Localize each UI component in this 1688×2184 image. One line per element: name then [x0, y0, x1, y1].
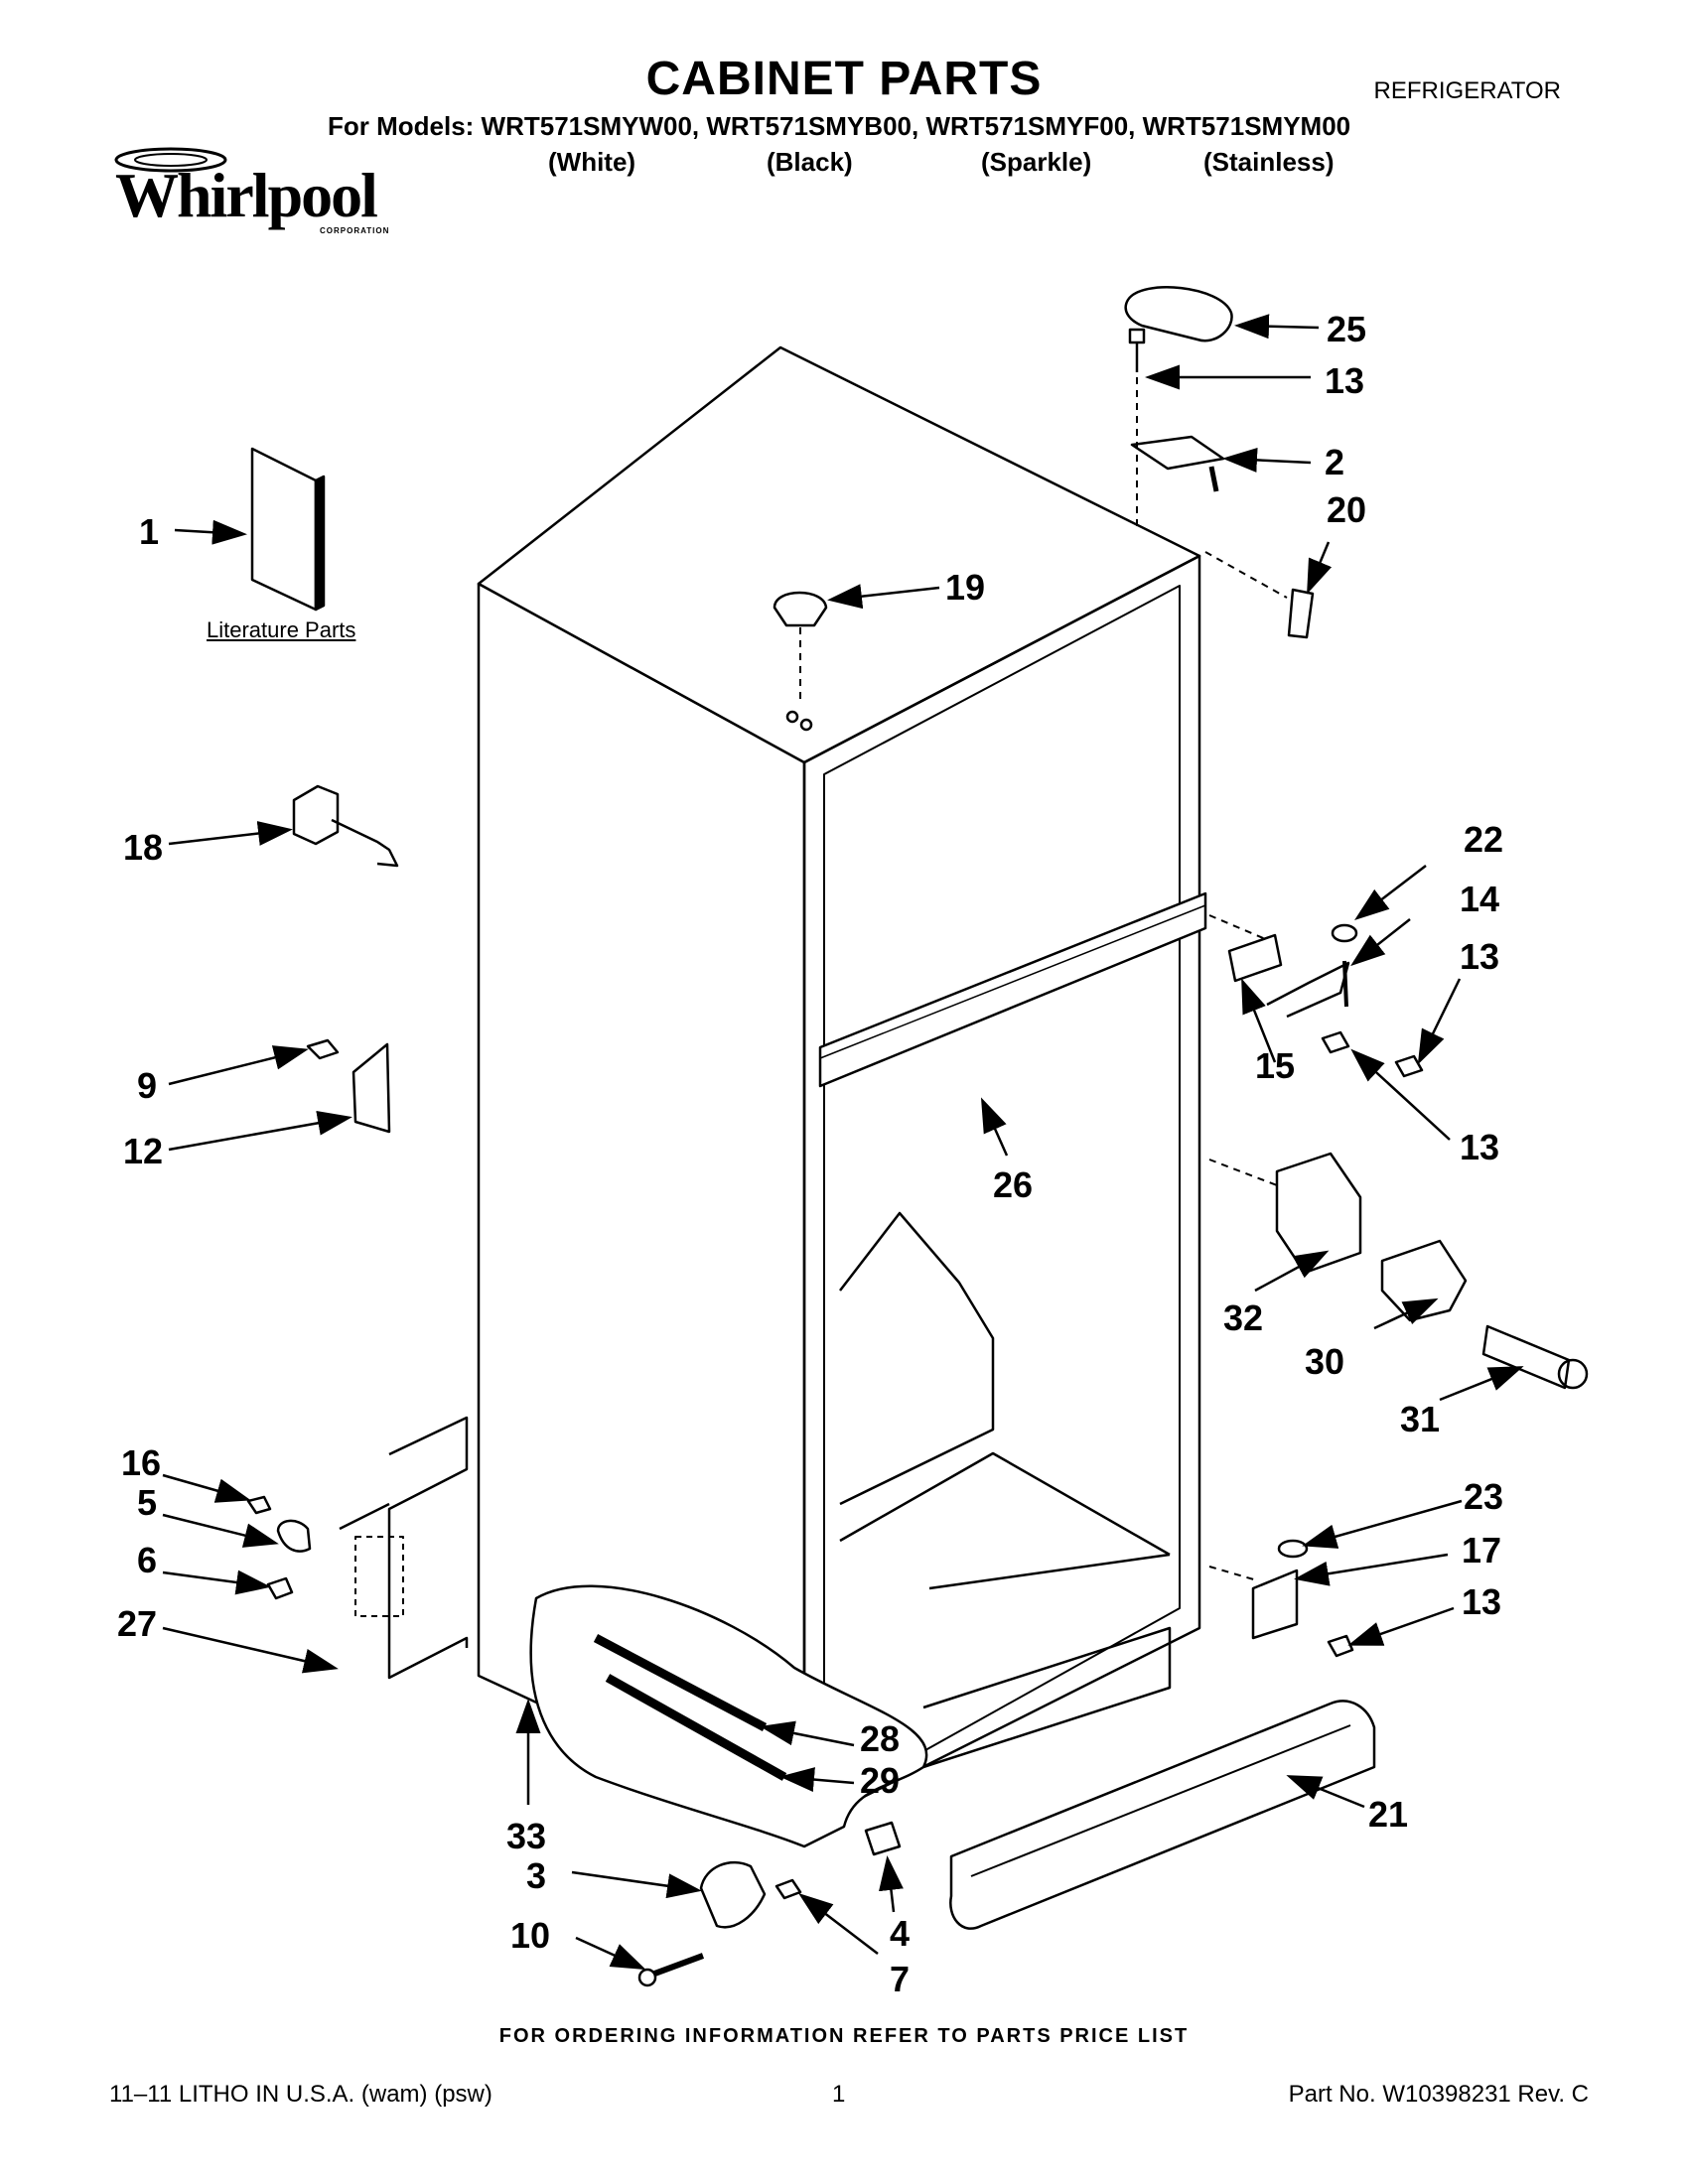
cabinet-front-frame: [802, 554, 1201, 1829]
callout-28: 28: [860, 1718, 900, 1759]
color-stainless: (Stainless): [1203, 147, 1335, 177]
callout-10: 10: [510, 1915, 550, 1956]
logo-wordmark: Whirlpool: [115, 160, 378, 230]
part-number: Part No. W10398231 Rev. C: [1288, 2081, 1589, 2108]
callout-21: 21: [1368, 1794, 1408, 1835]
color-black: (Black): [767, 147, 853, 177]
color-sparkle: (Sparkle): [981, 147, 1092, 177]
callout-13-mid-lower: 13: [1460, 1127, 1499, 1167]
callout-12: 12: [123, 1131, 163, 1171]
callout-29: 29: [860, 1760, 900, 1801]
callout-5: 5: [137, 1482, 157, 1523]
callout-23: 23: [1464, 1476, 1503, 1517]
callout-20: 20: [1327, 489, 1366, 530]
literature-parts-label: Literature Parts: [207, 617, 356, 642]
callout-19: 19: [945, 567, 985, 608]
callout-2: 2: [1325, 442, 1344, 482]
cabinet-top-panel: [477, 345, 1201, 764]
callout-1: 1: [139, 511, 159, 552]
callout-33: 33: [506, 1816, 546, 1856]
ordering-note: FOR ORDERING INFORMATION REFER TO PARTS …: [498, 2025, 1190, 2047]
literature-booklet: [250, 447, 318, 612]
logo-subline: CORPORATION: [320, 226, 390, 235]
callout-17: 17: [1462, 1530, 1501, 1570]
callout-18: 18: [123, 827, 163, 868]
hinge-cover-top: [1124, 286, 1233, 342]
callout-16: 16: [121, 1442, 161, 1483]
logo-swoosh-icon: [114, 147, 227, 173]
page-title: CABINET PARTS: [645, 53, 1043, 105]
callout-3: 3: [526, 1855, 546, 1896]
callout-32: 32: [1223, 1297, 1263, 1338]
top-hinge: [1130, 435, 1225, 471]
callout-25: 25: [1327, 309, 1366, 349]
callout-15: 15: [1255, 1045, 1295, 1086]
callout-22: 22: [1464, 819, 1503, 860]
callout-6: 6: [137, 1540, 157, 1580]
callout-30: 30: [1305, 1341, 1344, 1382]
callout-13-top: 13: [1325, 360, 1364, 401]
divider-mullion: [818, 891, 1207, 1088]
callout-7: 7: [890, 1959, 910, 1999]
color-white: (White): [548, 147, 636, 177]
callout-14: 14: [1460, 879, 1499, 919]
models-line: For Models: WRT571SMYW00, WRT571SMYB00, …: [328, 111, 1351, 141]
callout-27: 27: [117, 1603, 157, 1644]
callout-13-mid-upper: 13: [1460, 936, 1499, 977]
bracket-12: [352, 1042, 391, 1134]
callout-26: 26: [993, 1164, 1033, 1205]
access-cover: [529, 1584, 928, 1848]
callout-13-bottom: 13: [1462, 1581, 1501, 1622]
base-grille: [949, 1700, 1376, 1930]
category-label: REFRIGERATOR: [1373, 77, 1561, 104]
callout-4: 4: [890, 1913, 910, 1954]
callout-9: 9: [137, 1065, 157, 1106]
litho-info: 11–11 LITHO IN U.S.A. (wam) (psw): [109, 2081, 492, 2108]
page-number: 1: [832, 2081, 846, 2108]
callout-31: 31: [1400, 1399, 1440, 1439]
